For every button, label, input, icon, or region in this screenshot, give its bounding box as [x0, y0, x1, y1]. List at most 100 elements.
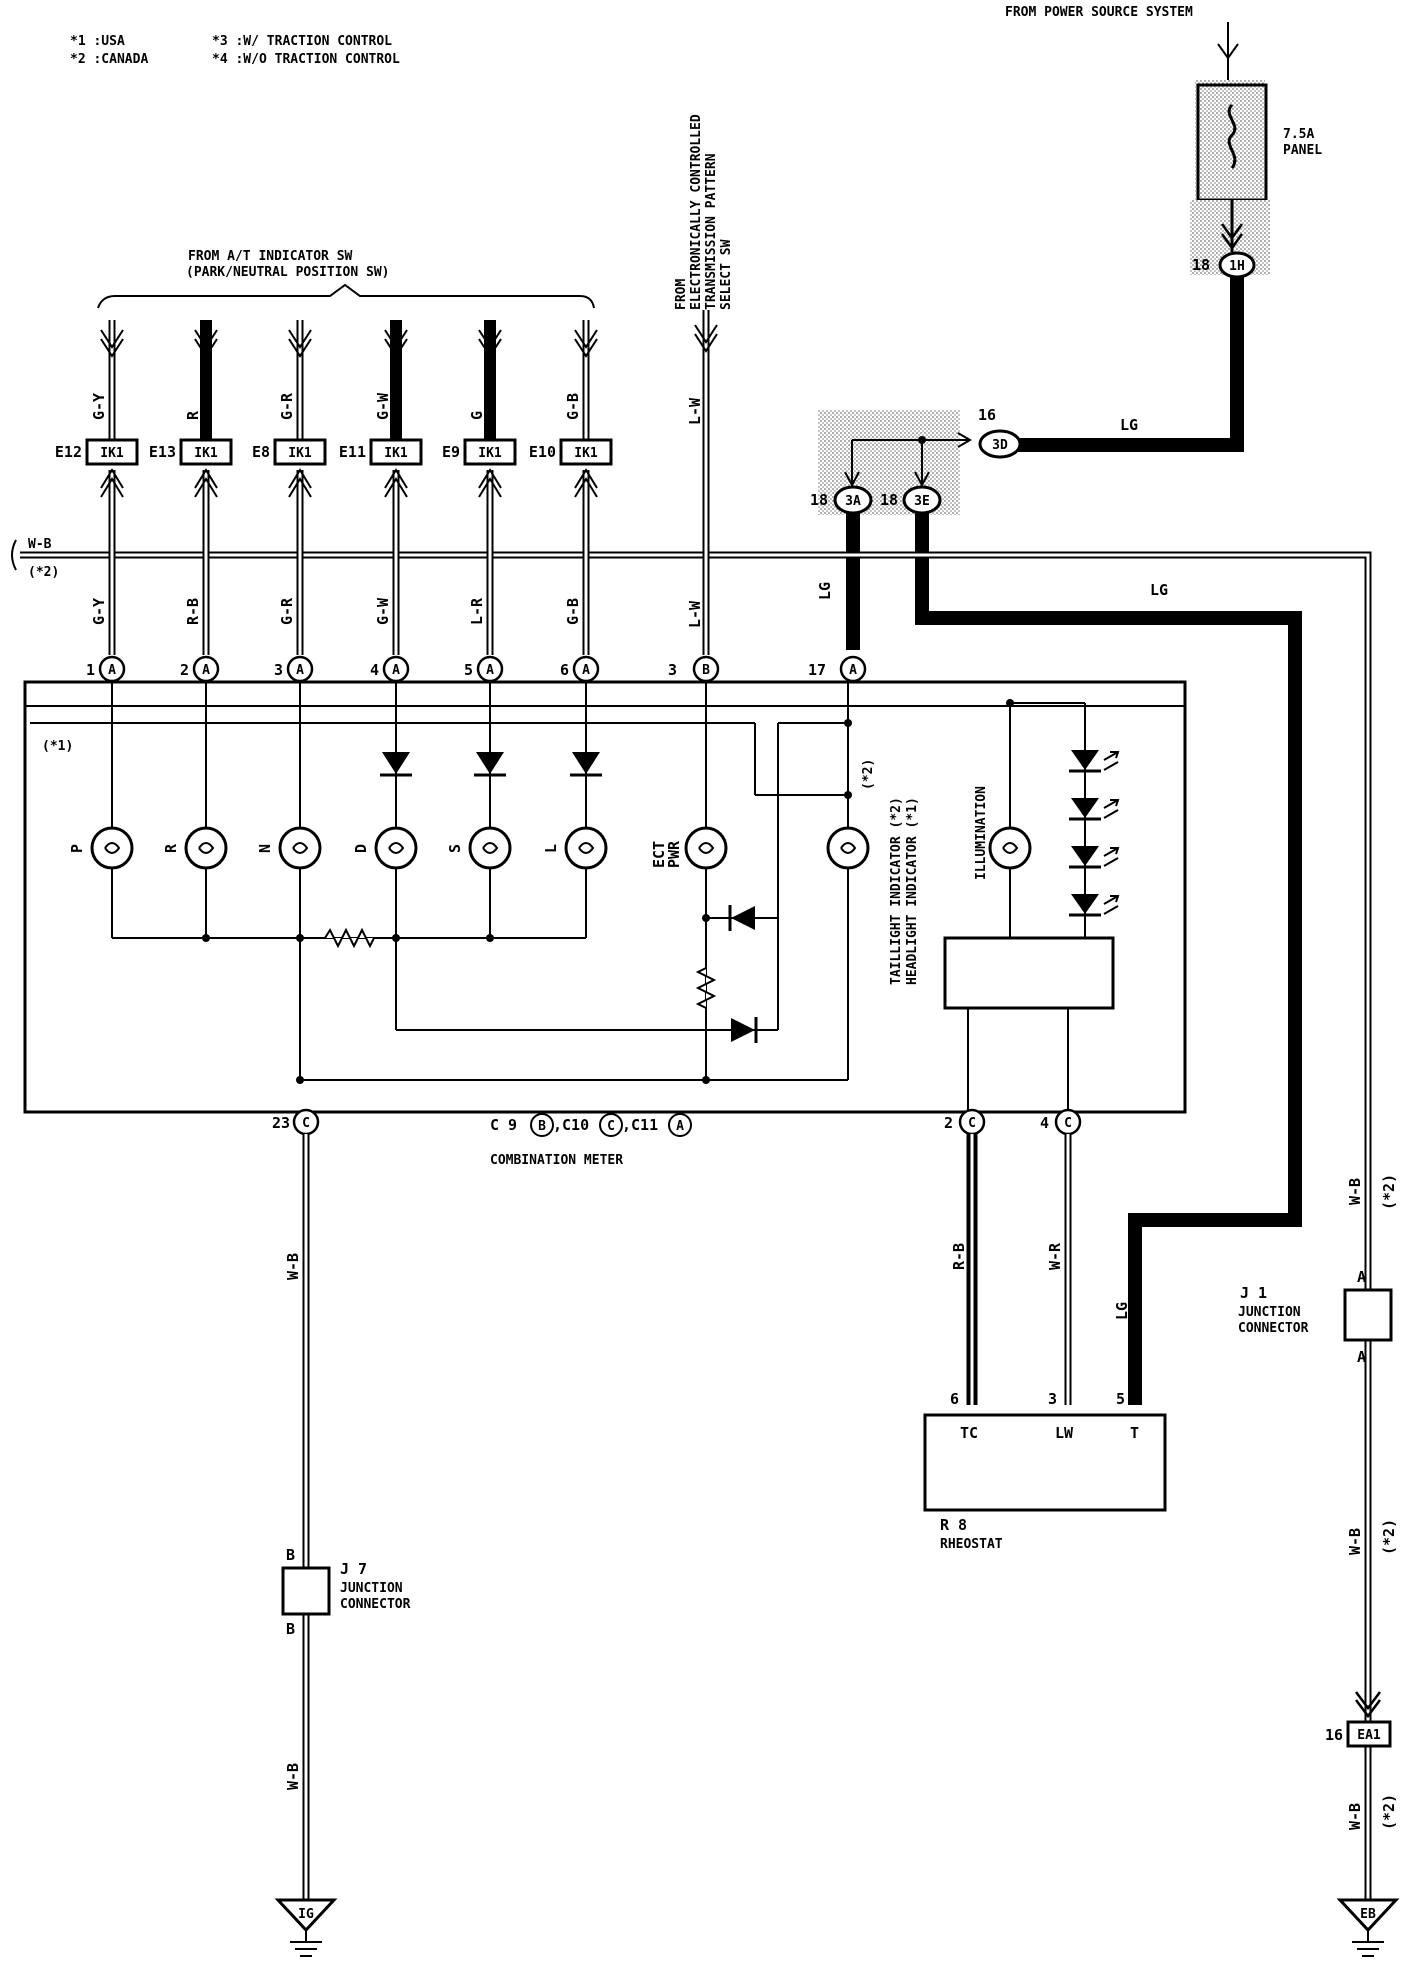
lamp-r-label: R	[162, 843, 180, 853]
lg-wire-right-label: LG	[1150, 581, 1168, 599]
ground-wire-eb: A A J 1 JUNCTION CONNECTOR W-B (*2) W-B …	[1238, 1174, 1400, 1957]
wire-color-top: G-R	[278, 392, 296, 420]
fuse-box	[1196, 83, 1268, 202]
pin-17-letter: A	[849, 663, 857, 678]
meter-code-3-letter: A	[676, 1119, 684, 1134]
fuse-icon	[1227, 103, 1237, 169]
wire-color-top: G-W	[374, 392, 392, 420]
wire-color-bottom: G-Y	[90, 598, 108, 625]
lamp-n-label: N	[256, 844, 274, 853]
lg-wire-top	[1015, 277, 1244, 452]
pin-17: 17	[808, 661, 826, 679]
meter-code-1: C 9	[490, 1116, 517, 1134]
j1-connector	[1343, 1288, 1393, 1342]
meter-pin-number: 1	[86, 661, 95, 679]
legend-canada: *2 :CANADA	[70, 52, 148, 67]
j1-line1: JUNCTION	[1238, 1305, 1301, 1320]
fuse-name: PANEL	[1283, 143, 1322, 158]
diode-s-icon	[474, 752, 506, 777]
wire-color-top: R	[184, 410, 202, 420]
power-source: FROM POWER SOURCE SYSTEM 7.5A PANEL 18 1…	[1005, 5, 1322, 279]
ea1-connector	[1346, 1720, 1392, 1748]
connector-3e-label: 3E	[914, 494, 930, 509]
meter-pin	[192, 655, 220, 683]
connector-3a-label: 3A	[845, 494, 861, 509]
wire-color-top: G-Y	[90, 393, 108, 420]
at-indicator-header: FROM A/T INDICATOR SW (PARK/NEUTRAL POSI…	[97, 249, 595, 309]
meter-note-2: (*2)	[861, 759, 876, 790]
wb-cross-wire: W-B (*2)	[11, 537, 1372, 1290]
combination-meter: (*1) (*2) TAILLIGHT INDICATOR (*2) HEADL…	[23, 670, 1187, 1168]
rheostat-lw: LW	[1055, 1424, 1074, 1442]
rheostat-pin-6: 6	[950, 1390, 959, 1408]
meter-pin-letter: A	[486, 663, 494, 678]
connector-3d-label: 3D	[992, 438, 1008, 453]
pin-23-letter: C	[302, 1116, 310, 1131]
j7-line2: CONNECTOR	[340, 1597, 411, 1612]
ect-wire-top-label: L-W	[686, 397, 704, 425]
connector-code: E12	[55, 443, 82, 461]
illumination-label: ILLUMINATION	[974, 786, 989, 880]
j7-code: J 7	[340, 1560, 367, 1578]
meter-pin-letter: A	[392, 663, 400, 678]
meter-code-2-letter: C	[607, 1119, 615, 1134]
j1-wire-1: W-B	[1346, 1178, 1364, 1205]
j7-line1: JUNCTION	[340, 1581, 403, 1596]
legend-without-traction: *4 :W/O TRACTION CONTROL	[212, 52, 400, 67]
ik1-connector	[559, 438, 613, 466]
meter-pin-letter: A	[202, 663, 210, 678]
pin-23: 23	[272, 1114, 290, 1132]
wire-color-top: G-B	[564, 393, 582, 420]
connector-code: E9	[442, 443, 460, 461]
lamp-p-label: P	[68, 844, 86, 853]
meter-pin	[572, 655, 600, 683]
rheostat-wires: R-B W-R	[950, 1134, 1072, 1405]
power-source-label: FROM POWER SOURCE SYSTEM	[1005, 5, 1193, 20]
lg-wire-down-label: LG	[1113, 1302, 1131, 1320]
j1-wire-3: W-B	[1346, 1803, 1364, 1830]
meter-pin-number: 4	[370, 661, 379, 679]
at-indicator-sub: (PARK/NEUTRAL POSITION SW)	[186, 265, 390, 280]
rheostat-box	[923, 1413, 1167, 1512]
ik1-connector	[463, 438, 517, 466]
j1-wire-2: W-B	[1346, 1528, 1364, 1555]
ect-wire-bottom-label: L-W	[686, 600, 704, 628]
at-indicator-label: FROM A/T INDICATOR SW	[188, 249, 353, 264]
j1-top: A	[1357, 1268, 1366, 1286]
lg-wire-right	[915, 513, 1302, 1405]
diode-d-icon	[380, 752, 412, 777]
lamp-ect-label: ECT	[650, 841, 668, 868]
wb-left-note: (*2)	[28, 565, 59, 580]
illumination-control-box	[943, 936, 1115, 1010]
ea1-pin: 16	[1325, 1726, 1343, 1744]
ik1-label: IK1	[288, 446, 312, 461]
ground-wire-ig: W-B W-B B B J 7 JUNCTION CONNECTOR IG	[274, 1134, 411, 1957]
ik1-label: IK1	[384, 446, 408, 461]
ig-wire-label: W-B	[284, 1253, 302, 1280]
eb-ground-label: EB	[1360, 1907, 1376, 1922]
ect-pin-letter: B	[702, 663, 710, 678]
pin-18-e: 18	[880, 491, 898, 509]
rheostat-pin-5: 5	[1116, 1390, 1125, 1408]
headlight-indicator-label: HEADLIGHT INDICATOR (*1)	[905, 797, 920, 985]
meter-pin-letter: A	[108, 663, 116, 678]
meter-code-1-letter: B	[538, 1119, 546, 1134]
meter-pin-number: 3	[274, 661, 283, 679]
rheostat-pin-3: 3	[1048, 1390, 1057, 1408]
connector-3d	[978, 429, 1022, 459]
meter-code-3: ,C11	[622, 1116, 658, 1134]
meter-name: COMBINATION METER	[490, 1153, 623, 1168]
svg-text:FROM: FROM	[674, 279, 689, 310]
wire-color-bottom: G-B	[564, 598, 582, 625]
wire-color-top: G	[468, 411, 486, 420]
wb-left-label: W-B	[28, 537, 52, 552]
meter-box	[23, 680, 1187, 1114]
ig-ground-icon	[274, 1898, 338, 1933]
pin-2c-letter: C	[968, 1116, 976, 1131]
